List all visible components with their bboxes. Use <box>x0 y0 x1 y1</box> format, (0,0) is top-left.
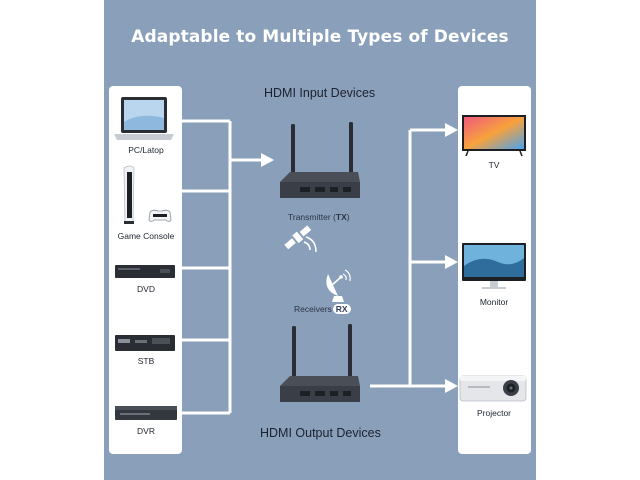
rx-tag: RX <box>332 304 351 314</box>
input-device-label-stb: STB <box>137 356 155 366</box>
input-section-label: HDMI Input Devices <box>264 86 376 100</box>
page-title: Adaptable to Multiple Types of Devices <box>131 27 509 47</box>
input-device-label-dvd: DVD <box>137 284 155 294</box>
input-device-label-game-console: Game Console <box>117 231 175 241</box>
input-device-label-pc: PC/Latop <box>128 145 164 155</box>
input-device-label-dvr: DVR <box>137 426 155 436</box>
tx-tag: TX <box>335 212 347 222</box>
output-device-label-monitor: Monitor <box>479 297 509 307</box>
output-device-label-projector: Projector <box>476 408 511 418</box>
output-device-label-tv: TV <box>488 160 500 170</box>
output-section-label: HDMI Output Devices <box>260 426 381 440</box>
transmitter-label: Transmitter (TX) <box>288 212 350 222</box>
